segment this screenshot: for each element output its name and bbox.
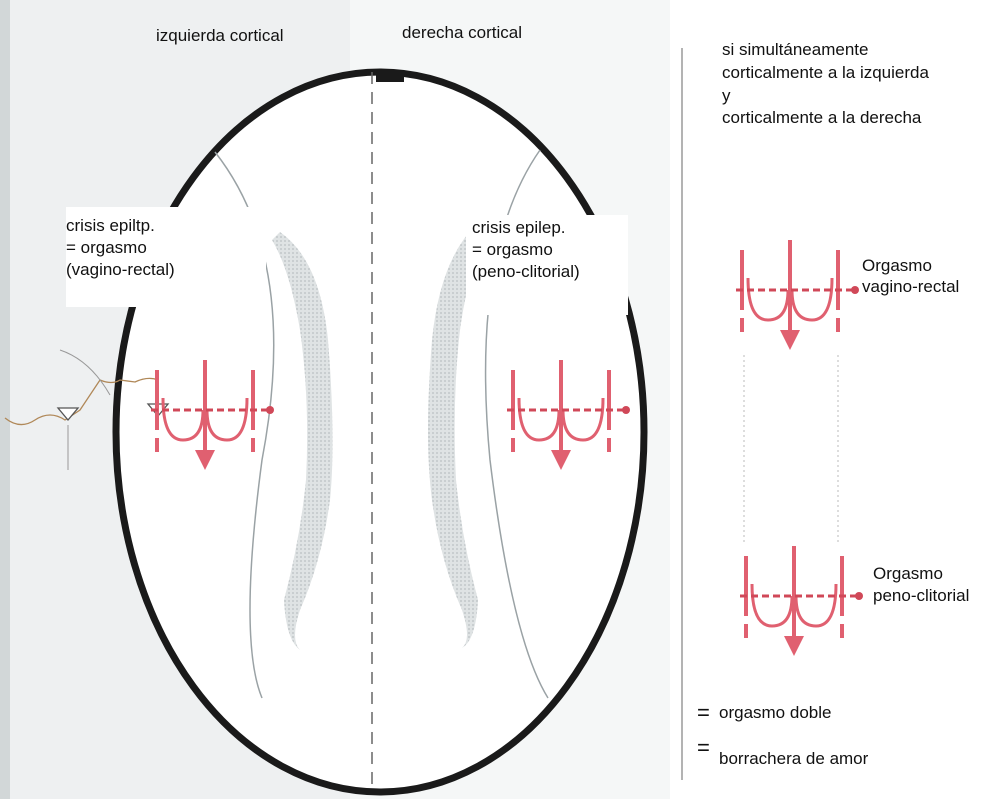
orgasm-top-line-2: vagino-rectal <box>862 277 960 296</box>
result-orgasmo-doble: orgasmo doble <box>719 703 832 722</box>
simultaneous-line-1: si simultáneamente <box>722 40 869 59</box>
equals-sign-1: = <box>697 700 710 725</box>
right-label-box <box>466 215 628 315</box>
eeg-trace <box>4 377 159 426</box>
head-top-mark <box>376 72 404 82</box>
simultaneous-line-4: corticalmente a la derecha <box>722 108 922 127</box>
equals-sign-2: = <box>697 735 710 760</box>
left-label-box <box>66 207 266 307</box>
orgasm-bottom-line-1: Orgasmo <box>873 564 943 583</box>
right-box-line-3: (peno-clitorial) <box>472 262 580 281</box>
right-ventricle <box>428 225 488 648</box>
orgasm-top-line-1: Orgasmo <box>862 256 932 275</box>
left-ventricle <box>272 232 333 650</box>
right-cortical-label: derecha cortical <box>402 23 523 42</box>
left-box-line-2: = orgasmo <box>66 238 147 257</box>
right-box-line-1: crisis epilep. <box>472 218 566 237</box>
simultaneous-line-3: y <box>722 86 731 105</box>
left-cortical-label: izquierda cortical <box>156 26 284 45</box>
left-box-line-3: (vagino-rectal) <box>66 260 175 279</box>
electrode-icon <box>56 407 80 422</box>
head-outline <box>112 68 648 796</box>
right-box-line-2: = orgasmo <box>472 240 553 259</box>
result-borrachera-de-amor: borrachera de amor <box>719 749 869 768</box>
orgasm-bottom-line-2: peno-clitorial <box>873 586 970 605</box>
left-box-line-1: crisis epiltp. <box>66 216 155 235</box>
simultaneous-line-2: corticalmente a la izquierda <box>722 63 929 82</box>
